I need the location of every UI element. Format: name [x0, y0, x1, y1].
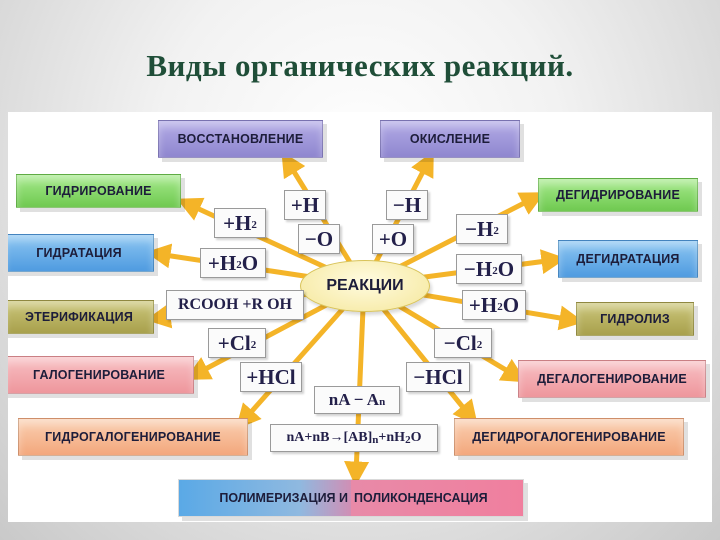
formula-text: O: [410, 430, 422, 445]
formula-text: +HCl: [246, 364, 296, 389]
box-eterifikatsiya: ЭТЕРИФИКАЦИЯ: [8, 300, 154, 334]
reaction-diagram: ВОССТАНОВЛЕНИЕ ОКИСЛЕНИЕ ГИДРИРОВАНИЕ ДЕ…: [8, 112, 712, 522]
page-title: Виды органических реакций.: [146, 48, 574, 83]
formula-text: RCOOH +R OH: [177, 296, 292, 313]
box-degalogenirovanie: ДЕГАЛОГЕНИРОВАНИЕ: [518, 360, 706, 398]
formula-text: nA − A: [328, 390, 380, 409]
formula-text: −HCl: [413, 364, 463, 389]
formula-text: +H: [223, 210, 252, 235]
formula-text: O: [502, 292, 520, 317]
box-galogenirovanie: ГАЛОГЕНИРОВАНИЕ: [8, 356, 194, 394]
formula-text: +H: [207, 250, 237, 275]
box-gidroliz: ГИДРОЛИЗ: [576, 302, 694, 336]
formula-text: −Cl: [443, 330, 477, 355]
formula-text: −H: [465, 216, 494, 241]
box-degidrogalogenirovanie: ДЕГИДРОГАЛОГЕНИРОВАНИЕ: [454, 418, 684, 456]
label-polikondensatsiya: ПОЛИКОНДЕНСАЦИЯ: [351, 480, 523, 516]
formula-minus-hcl: −HCl: [406, 362, 470, 392]
formula-text: nA+nB→[AB]: [286, 430, 373, 445]
formula-rcooh: RCOOH +R OH: [166, 290, 304, 320]
formula-text: −O: [304, 226, 334, 251]
formula-text: +nH: [378, 430, 406, 445]
formula-text: −H: [463, 256, 493, 281]
formula-text: +O: [378, 226, 408, 251]
formula-plus-hcl: +HCl: [240, 362, 302, 392]
formula-plus-o: +O: [372, 224, 414, 254]
box-degidrirovanie: ДЕГИДРИРОВАНИЕ: [538, 178, 698, 212]
box-gidrogalogenirovanie: ГИДРОГАЛОГЕНИРОВАНИЕ: [18, 418, 248, 456]
formula-text: O: [497, 256, 515, 281]
formula-text: O: [241, 250, 259, 275]
box-degidratatsiya: ДЕГИДРАТАЦИЯ: [558, 240, 698, 278]
formula-plus-h: +H: [284, 190, 326, 220]
box-okislenie: ОКИСЛЕНИЕ: [380, 120, 520, 158]
formula-minus-h: −H: [386, 190, 428, 220]
box-vosstanovlenie: ВОССТАНОВЛЕНИЕ: [158, 120, 323, 158]
formula-text: −H: [392, 192, 422, 217]
box-gidrirovanie: ГИДРИРОВАНИЕ: [16, 174, 181, 208]
label-polimerizatsiya: ПОЛИМЕРИЗАЦИЯ И: [179, 480, 351, 516]
formula-text: +H: [290, 192, 320, 217]
center-reactions: РЕАКЦИИ: [300, 260, 430, 312]
formula-text: +H: [468, 292, 498, 317]
box-gidratatsiya: ГИДРАТАЦИЯ: [8, 234, 154, 272]
formula-minus-o: −O: [298, 224, 340, 254]
box-polimerizatsiya-polikondensatsiya: ПОЛИМЕРИЗАЦИЯ И ПОЛИКОНДЕНСАЦИЯ: [178, 479, 524, 517]
formula-text: +Cl: [217, 330, 251, 355]
